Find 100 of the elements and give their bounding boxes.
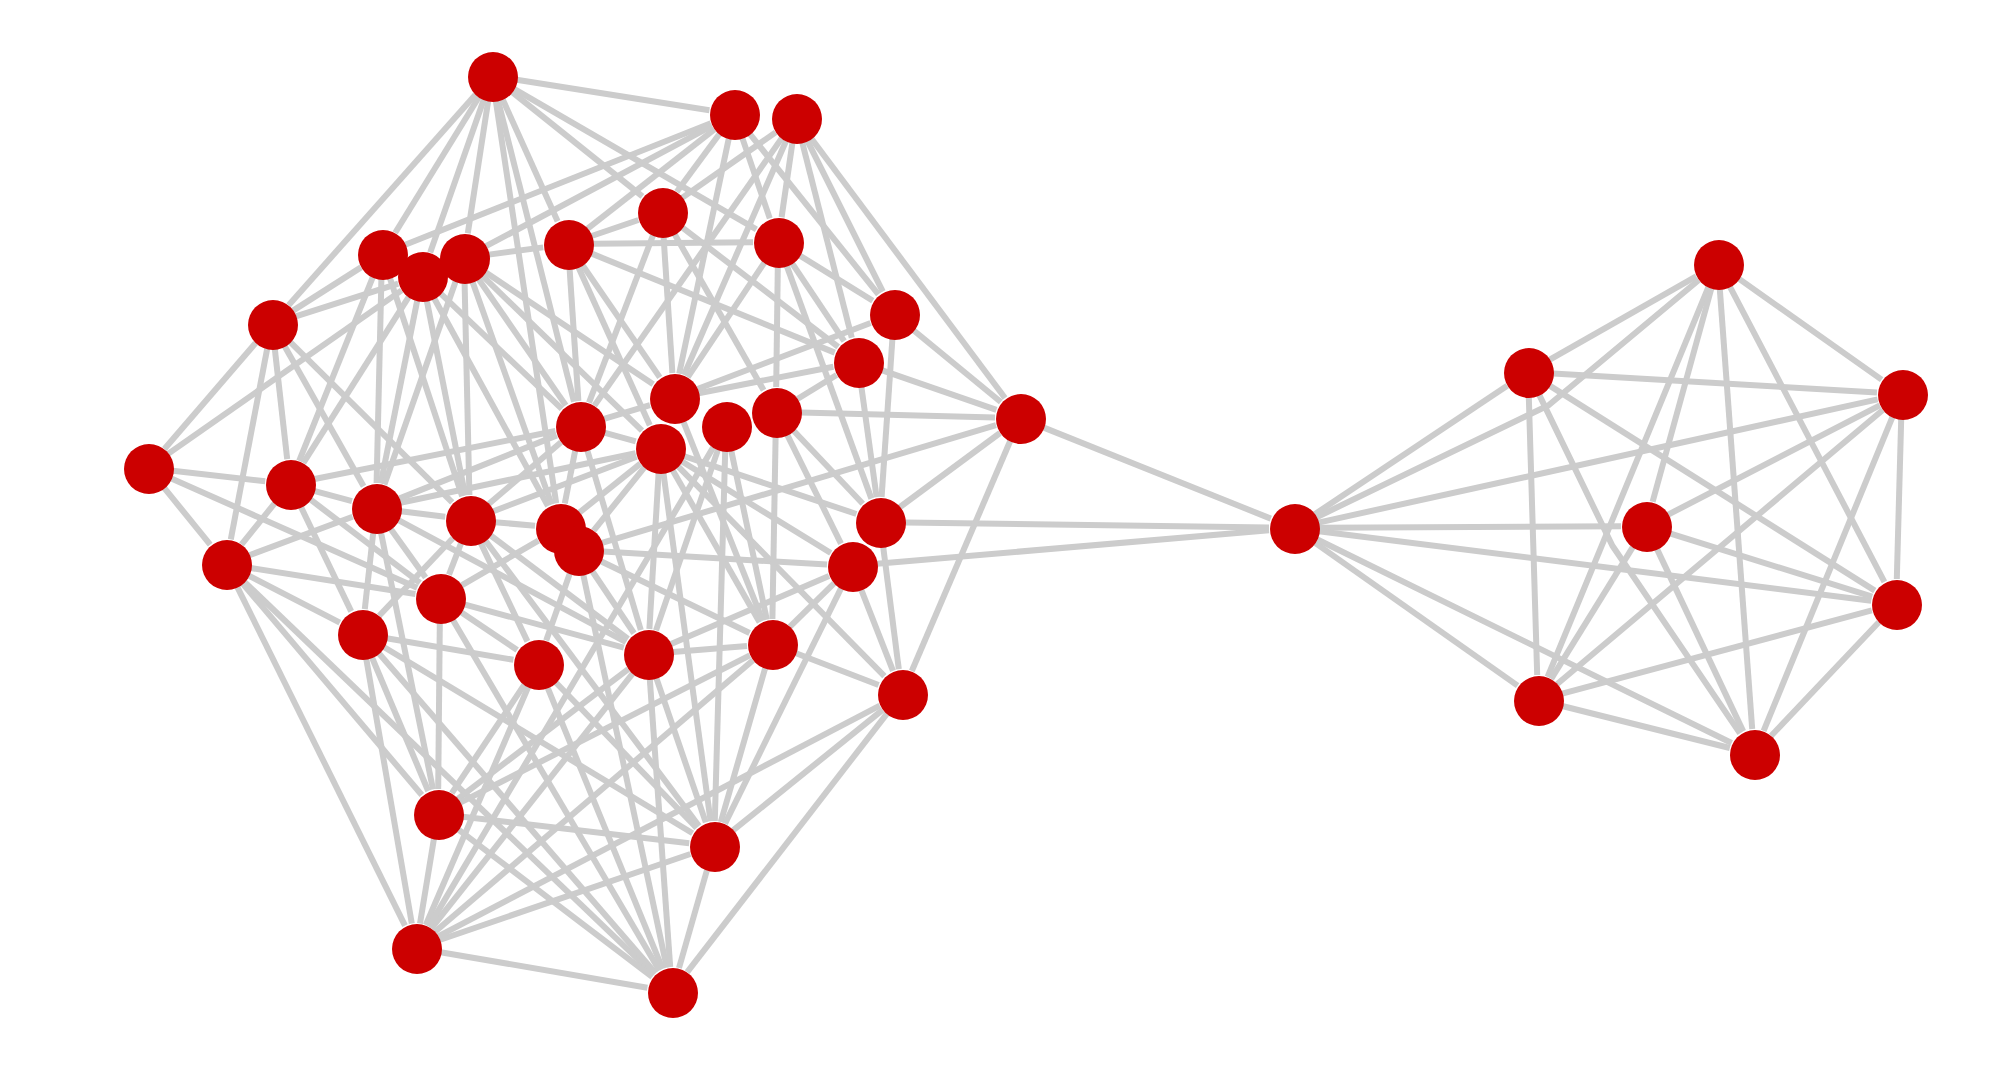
connector-line bbox=[773, 266, 781, 388]
connector-line bbox=[676, 869, 710, 969]
connector-line bbox=[591, 136, 785, 408]
connector-line bbox=[603, 402, 651, 422]
connector-line bbox=[911, 327, 1003, 405]
connector-line bbox=[669, 468, 763, 624]
connector-line bbox=[427, 98, 487, 254]
connector-line bbox=[672, 643, 748, 655]
connector-line bbox=[904, 519, 1270, 531]
network-node bbox=[247, 299, 297, 349]
connector-line bbox=[685, 261, 767, 379]
connector-line bbox=[797, 252, 875, 304]
connector-line bbox=[271, 348, 291, 460]
connector-line bbox=[674, 132, 722, 194]
connector-line bbox=[377, 536, 455, 618]
connector-line bbox=[248, 514, 354, 558]
network-node bbox=[351, 483, 401, 533]
connector-line bbox=[460, 538, 540, 588]
connector-line bbox=[509, 89, 645, 199]
network-node bbox=[753, 217, 803, 267]
connector-line bbox=[172, 467, 266, 485]
connector-line bbox=[161, 485, 213, 547]
network-node bbox=[415, 573, 465, 623]
connector-line bbox=[800, 409, 996, 421]
connector-line bbox=[484, 123, 714, 249]
connector-line bbox=[646, 472, 662, 630]
connector-line bbox=[590, 250, 836, 356]
connector-line bbox=[590, 217, 640, 239]
connector-line bbox=[1561, 607, 1873, 697]
connector-line bbox=[660, 472, 714, 822]
network-node bbox=[623, 629, 673, 679]
network-node bbox=[445, 495, 495, 545]
connector-line bbox=[423, 685, 531, 927]
connector-line bbox=[1525, 396, 1541, 676]
connector-line bbox=[580, 573, 670, 969]
connector-line bbox=[783, 264, 875, 500]
connector-line bbox=[459, 609, 519, 653]
network-node bbox=[647, 967, 697, 1017]
connector-line bbox=[1547, 382, 1877, 594]
network-node bbox=[747, 619, 797, 669]
connector-line bbox=[429, 671, 635, 931]
connector-line bbox=[239, 501, 277, 547]
connector-line bbox=[711, 450, 729, 822]
connector-line bbox=[1726, 284, 1888, 584]
connector-line bbox=[463, 601, 625, 651]
connector-line bbox=[440, 949, 648, 991]
connector-line bbox=[399, 450, 637, 506]
connector-line bbox=[456, 826, 654, 980]
connector-line bbox=[544, 686, 666, 970]
connector-line bbox=[482, 538, 702, 828]
connector-line bbox=[1561, 703, 1731, 751]
network-node bbox=[701, 401, 751, 451]
connector-line bbox=[769, 436, 779, 620]
connector-line bbox=[592, 239, 754, 247]
network-node bbox=[1871, 579, 1921, 629]
network-node bbox=[1503, 347, 1553, 397]
connector-line bbox=[488, 244, 544, 258]
connector-line bbox=[717, 667, 769, 823]
connector-line bbox=[169, 475, 419, 591]
connector-line bbox=[162, 341, 258, 451]
connector-line bbox=[392, 95, 482, 235]
connector-line bbox=[791, 428, 865, 506]
connector-line bbox=[585, 127, 717, 231]
connector-line bbox=[575, 265, 653, 427]
connector-line bbox=[681, 139, 789, 377]
connector-line bbox=[880, 546, 902, 670]
connector-line bbox=[483, 269, 655, 387]
connector-line bbox=[1548, 545, 1636, 681]
connector-line bbox=[461, 282, 473, 496]
connector-line bbox=[458, 652, 752, 806]
connector-line bbox=[586, 234, 656, 404]
connector-line bbox=[804, 139, 886, 293]
connector-line bbox=[1317, 396, 1879, 526]
network-node bbox=[637, 187, 687, 237]
connector-line bbox=[553, 679, 699, 831]
connector-line bbox=[449, 683, 527, 795]
connector-line bbox=[1312, 539, 1520, 689]
connector-line bbox=[858, 588, 896, 672]
connector-line bbox=[1649, 287, 1715, 503]
network-node bbox=[265, 459, 315, 509]
connector-line bbox=[227, 348, 271, 540]
network-node bbox=[543, 219, 593, 269]
connector-line bbox=[438, 291, 564, 411]
connector-line bbox=[1654, 547, 1746, 733]
connector-line bbox=[684, 711, 890, 975]
connector-line bbox=[433, 657, 755, 935]
connector-line bbox=[314, 428, 556, 482]
connector-line bbox=[1666, 402, 1882, 518]
connector-line bbox=[679, 224, 841, 350]
connector-line bbox=[469, 280, 555, 506]
connector-line bbox=[495, 99, 577, 403]
connector-line bbox=[450, 618, 662, 972]
connector-line bbox=[728, 449, 770, 621]
connector-line bbox=[1716, 288, 1756, 730]
connector-line bbox=[308, 496, 422, 586]
network-node bbox=[1729, 729, 1779, 779]
connector-line bbox=[512, 86, 758, 232]
connector-line bbox=[1668, 530, 1874, 600]
connector-line bbox=[363, 658, 415, 924]
connector-line bbox=[566, 268, 582, 402]
